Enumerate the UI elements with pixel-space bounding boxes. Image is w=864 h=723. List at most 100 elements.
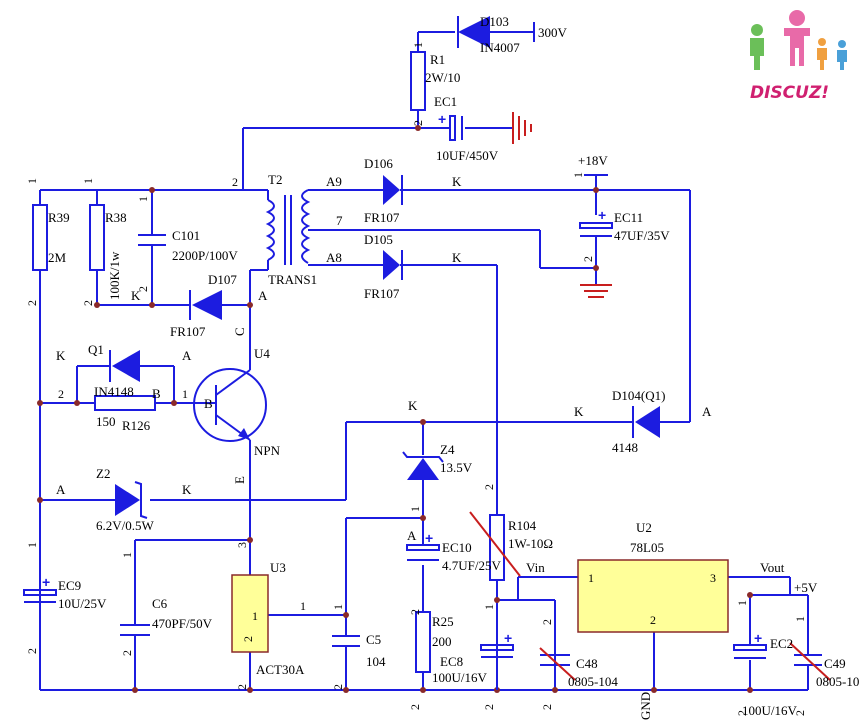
label-d105-value: FR107 [364, 286, 400, 301]
svg-text:1: 1 [408, 506, 422, 512]
svg-text:1: 1 [300, 599, 306, 613]
label-u3: U3 [270, 560, 286, 575]
svg-text:+: + [425, 530, 433, 546]
resistor-r104 [489, 514, 505, 581]
label-vin: Vin [526, 560, 545, 575]
capacitor-c49 [794, 654, 822, 666]
label-t2: T2 [268, 172, 282, 187]
capacitor-c101 [138, 234, 166, 246]
label-k-z4: K [408, 398, 418, 413]
svg-text:2: 2 [540, 704, 554, 710]
label-r25-value: 200 [432, 634, 452, 649]
svg-text:1: 1 [25, 542, 39, 548]
capacitor-ec2: + [733, 630, 767, 659]
label-ec1: EC1 [434, 94, 457, 109]
label-u4-value: NPN [254, 443, 281, 458]
label-c48: C48 [576, 656, 598, 671]
label-d107: D107 [208, 272, 237, 287]
svg-text:+: + [754, 630, 762, 646]
svg-text:1: 1 [588, 571, 594, 585]
svg-text:2: 2 [408, 704, 422, 710]
label-r1: R1 [430, 52, 445, 67]
label-ec9-value: 10U/25V [58, 596, 107, 611]
label-k-z2: K [182, 482, 192, 497]
svg-text:2: 2 [241, 636, 255, 642]
label-300v: 300V [538, 25, 568, 40]
label-b-transistor: B [204, 396, 213, 411]
svg-text:1: 1 [571, 172, 585, 178]
junctions [37, 125, 753, 693]
resistor-r38 [89, 204, 105, 271]
discuz-logo: DISCUZ! [750, 10, 847, 103]
label-k-d106: K [452, 174, 462, 189]
svg-text:2: 2 [482, 704, 496, 710]
label-r39-value: 2M [48, 250, 67, 265]
svg-text:2: 2 [331, 684, 345, 690]
svg-text:2: 2 [650, 613, 656, 627]
svg-text:1: 1 [482, 604, 496, 610]
label-ec10: EC10 [442, 540, 472, 555]
svg-text:1: 1 [793, 616, 807, 622]
label-ec2-value: 100U/16V [742, 703, 798, 718]
label-a-q1: A [182, 348, 192, 363]
label-d103: D103 [480, 14, 509, 29]
label-r38: R38 [105, 210, 127, 225]
label-u2-value: 78L05 [630, 540, 664, 555]
label-c6-value: 470PF/50V [152, 616, 213, 631]
label-vout: Vout [760, 560, 785, 575]
label-d104: D104(Q1) [612, 388, 665, 403]
svg-text:1: 1 [252, 609, 258, 623]
label-c101-value: 2200P/100V [172, 248, 238, 263]
label-c49-value: 0805-10 [816, 674, 859, 689]
label-k-d105: K [452, 250, 462, 265]
label-u3-value: ACT30A [256, 662, 305, 677]
label-r104-value: 1W-10Ω [508, 536, 553, 551]
label-a-d107: A [258, 288, 268, 303]
label-c5-value: 104 [366, 654, 386, 669]
label-c48-value: 0805-104 [568, 674, 618, 689]
resistor-r1 [410, 51, 426, 111]
label-c5: C5 [366, 632, 381, 647]
capacitor-ec8: + [480, 630, 514, 690]
capacitor-ec10: + [406, 530, 440, 561]
label-k-q1: K [56, 348, 66, 363]
svg-text:1: 1 [411, 42, 425, 48]
capacitor-ec1: + [438, 111, 463, 141]
svg-text:2: 2 [232, 175, 238, 189]
ground-symbol-top [512, 112, 532, 144]
label-a-d104: A [702, 404, 712, 419]
svg-text:+: + [598, 207, 606, 223]
diode-d103 [457, 16, 490, 48]
label-gnd: GND [638, 692, 653, 720]
svg-text:2: 2 [136, 286, 150, 292]
svg-text:2: 2 [735, 710, 749, 716]
svg-text:1: 1 [81, 178, 95, 184]
label-d105: D105 [364, 232, 393, 247]
svg-text:2: 2 [25, 648, 39, 654]
svg-text:+: + [42, 574, 50, 590]
diode-d104 [632, 406, 660, 438]
strike-c48 [539, 647, 576, 681]
transformer-t2 [265, 189, 311, 265]
label-b-pin: B [152, 386, 161, 401]
label-c101: C101 [172, 228, 200, 243]
label-q1: Q1 [88, 342, 104, 357]
svg-text:3: 3 [235, 542, 249, 548]
svg-text:2: 2 [81, 300, 95, 306]
label-ec8-value: 100U/16V [432, 670, 488, 685]
svg-text:1: 1 [136, 196, 150, 202]
ground-symbol-ec11 [580, 284, 612, 298]
pin-numbers: 1 2 1 2 1 2 1 2 2 2 1 1 2 1 2 1 2 3 2 1 … [25, 42, 807, 716]
strike-r104 [469, 511, 521, 577]
label-k-d107: K [131, 288, 141, 303]
capacitor-c5 [332, 635, 360, 647]
labels: D103 IN4007 300V R1 2W/10 EC1 10UF/450V … [48, 14, 859, 720]
label-a-z2: A [56, 482, 66, 497]
label-u4: U4 [254, 346, 270, 361]
label-ec8: EC8 [440, 654, 463, 669]
label-r1-value: 2W/10 [425, 70, 460, 85]
svg-text:2: 2 [25, 300, 39, 306]
svg-text:3: 3 [710, 571, 716, 585]
svg-text:1: 1 [182, 387, 188, 401]
